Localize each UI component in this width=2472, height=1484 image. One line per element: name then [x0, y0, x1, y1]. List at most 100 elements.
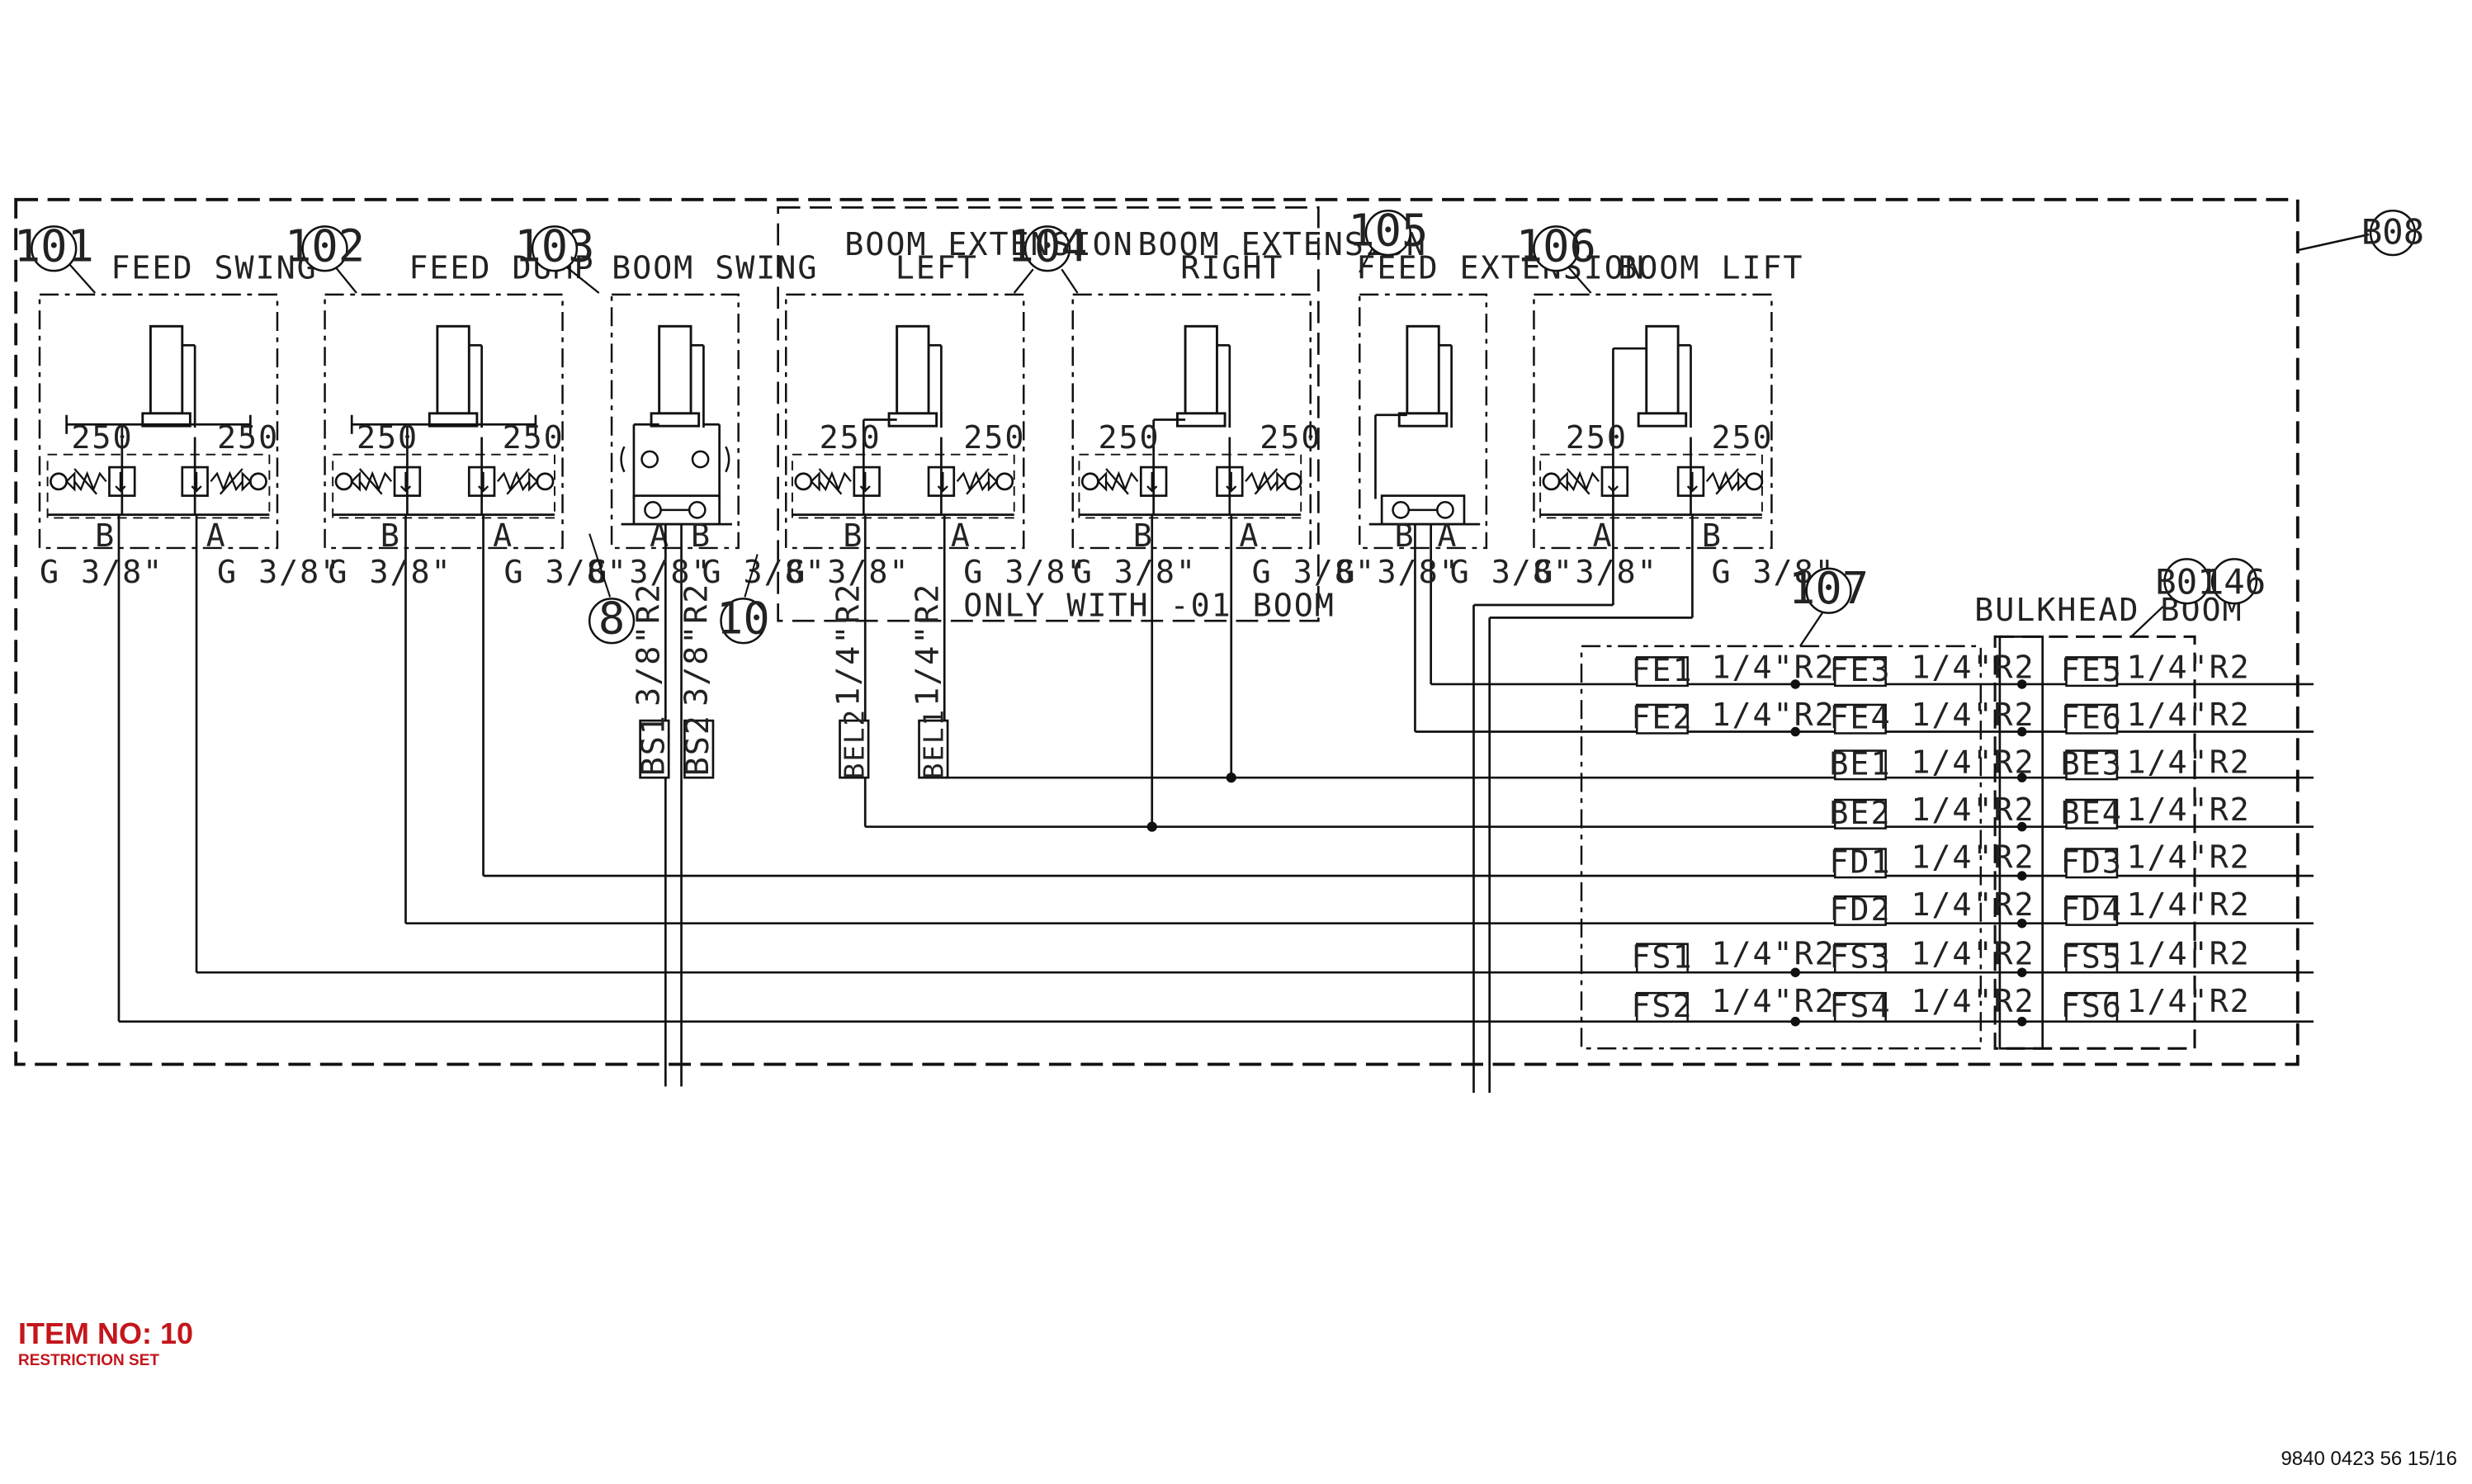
- svg-text:BE3: BE3: [2061, 745, 2123, 782]
- svg-text:G 3/8": G 3/8": [588, 554, 711, 591]
- svg-text:1/4"R2: 1/4"R2: [830, 583, 867, 707]
- svg-text:RIGHT: RIGHT: [1180, 250, 1283, 287]
- svg-text:1/4"R2: 1/4"R2: [2126, 697, 2250, 734]
- document-number: 9840 0423 56 15/16: [2281, 1448, 2457, 1470]
- svg-text:BOOM LIFT: BOOM LIFT: [1618, 250, 1803, 287]
- svg-text:G 3/8": G 3/8": [217, 554, 341, 591]
- bulkhead-dots: [2016, 679, 2027, 1027]
- svg-text:FD3: FD3: [2061, 844, 2123, 881]
- bulkhead-boom: BULKHEAD BOOM B01 146: [1974, 558, 2266, 1050]
- svg-text:1/4"R2: 1/4"R2: [1911, 649, 2035, 686]
- svg-text:1/4"R2: 1/4"R2: [2126, 792, 2250, 829]
- svg-text:FE6: FE6: [2061, 700, 2123, 737]
- svg-text:BOOM SWING: BOOM SWING: [612, 250, 818, 287]
- svg-text:A: A: [650, 518, 670, 555]
- svg-text:G 3/8": G 3/8": [963, 554, 1087, 591]
- svg-text:BOOM EXTENSION: BOOM EXTENSION: [844, 226, 1133, 263]
- svg-text:250: 250: [820, 419, 882, 456]
- svg-text:1/4"R2: 1/4"R2: [1911, 792, 2035, 829]
- svg-text:105: 105: [1348, 204, 1428, 256]
- svg-text:1/4"R2: 1/4"R2: [2126, 649, 2250, 686]
- svg-text:250: 250: [963, 419, 1025, 456]
- svg-text:1/4"R2: 1/4"R2: [1711, 936, 1835, 973]
- svg-text:G 3/8": G 3/8": [786, 554, 910, 591]
- valve-104-left: 104 BOOM EXTENSION LEFT 250 250 B A G 3/…: [785, 220, 1231, 829]
- svg-text:250: 250: [357, 419, 418, 456]
- svg-text:FE1: FE1: [1631, 652, 1693, 689]
- svg-text:A: A: [1239, 518, 1260, 555]
- svg-text:B: B: [380, 518, 401, 555]
- svg-text:1/4"R2: 1/4"R2: [1911, 886, 2035, 924]
- svg-text:FEED SWING: FEED SWING: [111, 250, 317, 287]
- svg-text:A: A: [1437, 518, 1458, 555]
- svg-text:B: B: [843, 518, 863, 555]
- svg-text:1/4"R2: 1/4"R2: [910, 583, 947, 707]
- valve-105: 105 FEED EXTENSION B A G 3/8" G 3/8": [1335, 204, 1645, 732]
- valve-103: 103 BOOM SWING A B G 3/8" G 3/8" 8 10 3/…: [514, 220, 825, 1087]
- callout-frame: B08: [2361, 212, 2424, 253]
- svg-text:102: 102: [285, 220, 365, 272]
- svg-text:101: 101: [14, 220, 94, 272]
- item-number-label: ITEM NO: 10: [18, 1316, 194, 1350]
- svg-text:BE2: BE2: [1829, 795, 1891, 832]
- svg-text:FE5: FE5: [2061, 652, 2123, 689]
- coupling-block-107: 107: [1580, 562, 1983, 1050]
- svg-text:FE4: FE4: [1829, 700, 1891, 737]
- frame-B08: [14, 197, 2299, 1066]
- svg-text:FS2: FS2: [1631, 988, 1693, 1025]
- optional-boom-frame: [777, 206, 1320, 622]
- svg-text:A: A: [951, 518, 971, 555]
- svg-text:FD2: FD2: [1829, 891, 1891, 929]
- callout-restrictor-b: 10: [716, 593, 770, 645]
- svg-text:FE3: FE3: [1829, 652, 1891, 689]
- svg-text:B01: B01: [2155, 562, 2218, 603]
- svg-text:FD1: FD1: [1829, 844, 1891, 881]
- svg-text:1/4"R2: 1/4"R2: [1911, 839, 2035, 877]
- svg-text:A: A: [206, 518, 227, 555]
- svg-text:B: B: [691, 518, 711, 555]
- only-with-boom-note: ONLY WITH -01 BOOM: [963, 587, 1335, 624]
- svg-text:FS6: FS6: [2061, 988, 2123, 1025]
- svg-text:250: 250: [1098, 419, 1160, 456]
- svg-text:FS1: FS1: [1631, 938, 1693, 976]
- svg-text:A: A: [1592, 518, 1613, 555]
- svg-text:1/4"R2: 1/4"R2: [1711, 983, 1835, 1020]
- svg-text:1/4"R2: 1/4"R2: [2126, 839, 2250, 877]
- svg-text:3/8"R2: 3/8"R2: [631, 583, 668, 707]
- valve-102: 102 FEED DUMP 250 250 B A G 3/8" G 3/8": [285, 220, 626, 924]
- svg-text:BE1: BE1: [1829, 745, 1891, 782]
- svg-text:FS5: FS5: [2061, 938, 2123, 976]
- svg-text:G 3/8": G 3/8": [1252, 554, 1376, 591]
- svg-text:250: 250: [1566, 419, 1628, 456]
- svg-text:B: B: [1702, 518, 1723, 555]
- svg-text:FEED EXTENSION: FEED EXTENSION: [1356, 250, 1645, 287]
- svg-text:B: B: [95, 518, 116, 555]
- svg-text:B: B: [1133, 518, 1154, 555]
- svg-text:G 3/8": G 3/8": [40, 554, 163, 591]
- hose-tag-BEL2: BEL2: [839, 708, 870, 779]
- svg-text:BE4: BE4: [2061, 795, 2123, 832]
- svg-text:FD4: FD4: [2061, 891, 2123, 929]
- coupling-right-tags: FE3 1/4"R2 FE4 1/4"R2 BE1 1/4"R2 BE2 1/4…: [1829, 649, 2035, 1025]
- svg-text:107: 107: [1789, 562, 1869, 614]
- svg-text:3/8"R2: 3/8"R2: [678, 583, 715, 707]
- svg-text:1/4"R2: 1/4"R2: [2126, 744, 2250, 781]
- bulkhead-tags: FE5 1/4"R2 FE6 1/4"R2 BE3 1/4"R2 BE4 1/4…: [2061, 649, 2250, 1025]
- svg-text:LEFT: LEFT: [896, 250, 978, 287]
- svg-text:1/4"R2: 1/4"R2: [2126, 983, 2250, 1020]
- callout-restrictor-a: 8: [598, 593, 625, 645]
- svg-text:250: 250: [503, 419, 565, 456]
- svg-text:1/4"R2: 1/4"R2: [1711, 649, 1835, 686]
- svg-text:250: 250: [1711, 419, 1773, 456]
- svg-text:G 3/8": G 3/8": [1450, 554, 1574, 591]
- svg-text:250: 250: [217, 419, 279, 456]
- svg-text:1/4"R2: 1/4"R2: [1911, 936, 2035, 973]
- svg-text:1/4"R2: 1/4"R2: [1911, 983, 2035, 1020]
- valve-101: 101 FEED SWING 250 250 B A G 3/8" G 3/8": [14, 220, 341, 1022]
- svg-text:250: 250: [1260, 419, 1321, 456]
- hose-tag-BS1: BS1: [635, 714, 672, 776]
- valve-104-right: BOOM EXTENSION RIGHT 250 250 B A G 3/8" …: [1071, 226, 1425, 832]
- svg-text:FE2: FE2: [1631, 700, 1693, 737]
- svg-text:1/4"R2: 1/4"R2: [1911, 744, 2035, 781]
